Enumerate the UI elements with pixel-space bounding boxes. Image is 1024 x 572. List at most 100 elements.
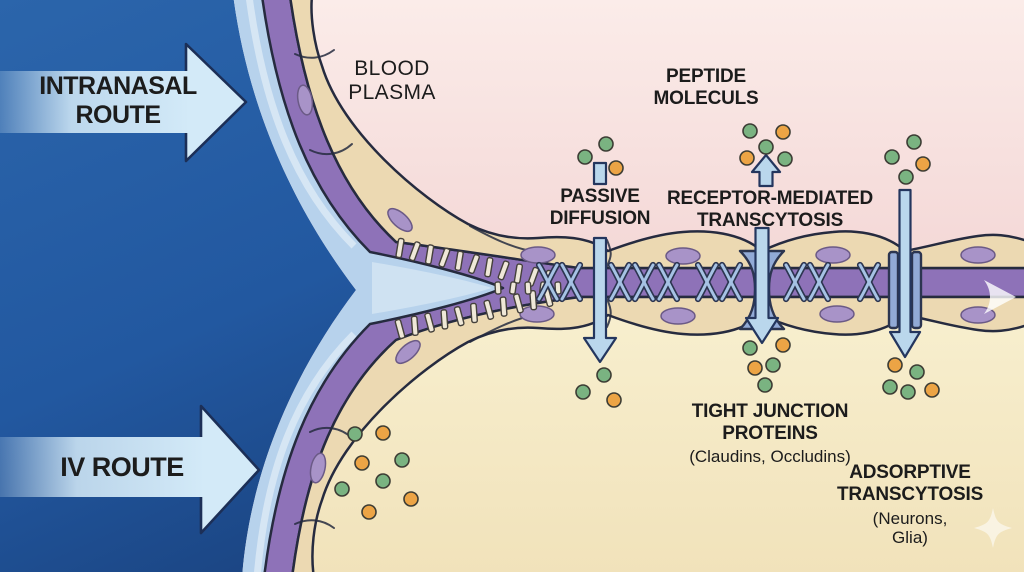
zipper-tooth bbox=[438, 247, 451, 268]
tight-junction-protein bbox=[558, 261, 584, 303]
brain-tissue-region bbox=[299, 290, 1024, 572]
plasma-passive-molecule bbox=[577, 149, 593, 165]
cell-nucleus bbox=[665, 247, 701, 265]
zipper-tooth bbox=[454, 250, 464, 272]
plasma-receptor-molecule bbox=[758, 139, 774, 155]
receptor-mediated-label: RECEPTOR-MEDIATED TRANSCYTOSIS bbox=[667, 188, 873, 231]
tight-junction-protein bbox=[535, 261, 561, 303]
brain-receptor-molecule bbox=[757, 377, 773, 393]
cell-nucleus bbox=[296, 84, 314, 116]
plasma-adsorptive-molecule bbox=[915, 156, 931, 172]
zipper-tooth bbox=[483, 299, 495, 320]
cell-nucleus bbox=[520, 246, 556, 264]
plasma-receptor-molecule bbox=[742, 123, 758, 139]
brain-iv-molecule bbox=[394, 452, 410, 468]
passive-diffusion-arrow-stub bbox=[592, 161, 608, 186]
zipper-tooth bbox=[440, 309, 449, 330]
brain-passive-molecule bbox=[575, 384, 591, 400]
receptor-transcytosis-arrow bbox=[744, 226, 780, 345]
zipper-tooth bbox=[408, 241, 421, 262]
zipper-tooth bbox=[499, 296, 508, 317]
receptor-uptake-arrow bbox=[750, 153, 782, 188]
tight-junction-protein bbox=[655, 261, 681, 303]
adsorptive-channel-left-pillar bbox=[887, 250, 900, 330]
zipper-tooth bbox=[410, 315, 419, 337]
adsorptive-transcytosis-arrow bbox=[888, 188, 922, 359]
tight-junction-protein bbox=[806, 261, 832, 303]
zipper-tooth bbox=[468, 254, 480, 274]
plasma-adsorptive-molecule bbox=[884, 149, 900, 165]
tight-junction-protein bbox=[607, 261, 633, 303]
zipper-tooth bbox=[513, 263, 524, 284]
cell-nucleus bbox=[660, 307, 696, 325]
junction-funnel-highlight bbox=[372, 262, 492, 314]
brain-iv-molecule bbox=[347, 426, 363, 442]
zipper-tooth bbox=[395, 237, 405, 259]
brain-adsorptive-molecule bbox=[924, 382, 940, 398]
plasma-adsorptive-molecule bbox=[898, 169, 914, 185]
brain-iv-molecule bbox=[361, 504, 377, 520]
plasma-receptor-molecule bbox=[775, 124, 791, 140]
cell-nucleus bbox=[395, 339, 421, 365]
adsorptive-channel-right-pillar bbox=[910, 250, 923, 330]
peptide-molecule-dots bbox=[334, 123, 940, 520]
intranasal-arrow-body bbox=[0, 71, 190, 133]
tight-junction-protein bbox=[718, 261, 744, 303]
tight-junction-protein bbox=[782, 261, 808, 303]
vessel-wall-highlight-lower bbox=[254, 331, 357, 572]
zipper-tooth bbox=[494, 281, 502, 295]
zipper-tooth bbox=[513, 293, 524, 314]
vessel-wall-highlight-upper bbox=[246, 0, 357, 249]
zipper-tooth bbox=[453, 306, 465, 327]
iv-route-label: IV ROUTE bbox=[60, 452, 184, 482]
zipper-tooth bbox=[394, 318, 406, 340]
plasma-receptor-molecule bbox=[777, 151, 793, 167]
passive-diffusion-label: PASSIVE DIFFUSION bbox=[549, 186, 651, 229]
zipper-tooth bbox=[484, 256, 494, 278]
tight-junction-protein bbox=[694, 261, 720, 303]
brain-adsorptive-molecule bbox=[887, 357, 903, 373]
brain-adsorptive-molecule bbox=[900, 384, 916, 400]
tight-junction-proteins bbox=[535, 261, 882, 303]
zipper-tooth bbox=[524, 281, 532, 295]
brain-passive-molecule bbox=[596, 367, 612, 383]
tight-junction-label: TIGHT JUNCTION PROTEINS bbox=[691, 401, 849, 444]
zipper-tooth bbox=[424, 312, 435, 333]
plasma-adsorptive-molecule bbox=[906, 134, 922, 150]
adsorptive-label: ADSORPTIVE TRANSCYTOSIS bbox=[836, 462, 984, 505]
plasma-passive-molecule bbox=[608, 160, 624, 176]
brain-iv-molecule bbox=[375, 425, 391, 441]
tight-junction-protein bbox=[856, 261, 882, 303]
brain-receptor-molecule bbox=[742, 340, 758, 356]
blood-plasma-label: BLOOD PLASMA bbox=[348, 57, 436, 104]
vessel-wall-band bbox=[233, 0, 503, 572]
cell-nucleus bbox=[815, 246, 851, 264]
brain-receptor-molecule bbox=[747, 360, 763, 376]
brain-receptor-molecule bbox=[765, 357, 781, 373]
brain-adsorptive-molecule bbox=[909, 364, 925, 380]
zipper-tooth bbox=[470, 302, 478, 324]
cell-nucleus bbox=[819, 305, 855, 323]
zipper-tooth bbox=[424, 244, 435, 265]
cell-nucleus bbox=[387, 207, 413, 233]
brain-iv-molecule bbox=[375, 473, 391, 489]
intranasal-route-label: INTRANASAL ROUTE bbox=[39, 72, 197, 129]
adsorptive-sublabel: (Neurons, Glia) bbox=[872, 509, 948, 548]
brain-iv-molecule bbox=[403, 491, 419, 507]
brain-iv-molecule bbox=[334, 481, 350, 497]
tight-junction-sublabel: (Claudins, Occludins) bbox=[689, 447, 851, 466]
brain-adsorptive-molecule bbox=[882, 379, 898, 395]
zipper-tooth bbox=[529, 289, 538, 311]
brain-receptor-molecule bbox=[775, 337, 791, 353]
zipper-tooth bbox=[497, 260, 510, 281]
sparkle-chevron bbox=[984, 280, 1016, 314]
plasma-receptor-molecule bbox=[739, 150, 755, 166]
plasma-passive-molecule bbox=[598, 136, 614, 152]
zipper-tooth bbox=[554, 281, 562, 295]
peptide-molecules-label: PEPTIDE MOLECULS bbox=[653, 66, 759, 109]
endothelial-cells-upper bbox=[289, 0, 1024, 270]
passive-diffusion-arrow bbox=[582, 236, 618, 364]
cell-nucleus bbox=[309, 452, 327, 484]
